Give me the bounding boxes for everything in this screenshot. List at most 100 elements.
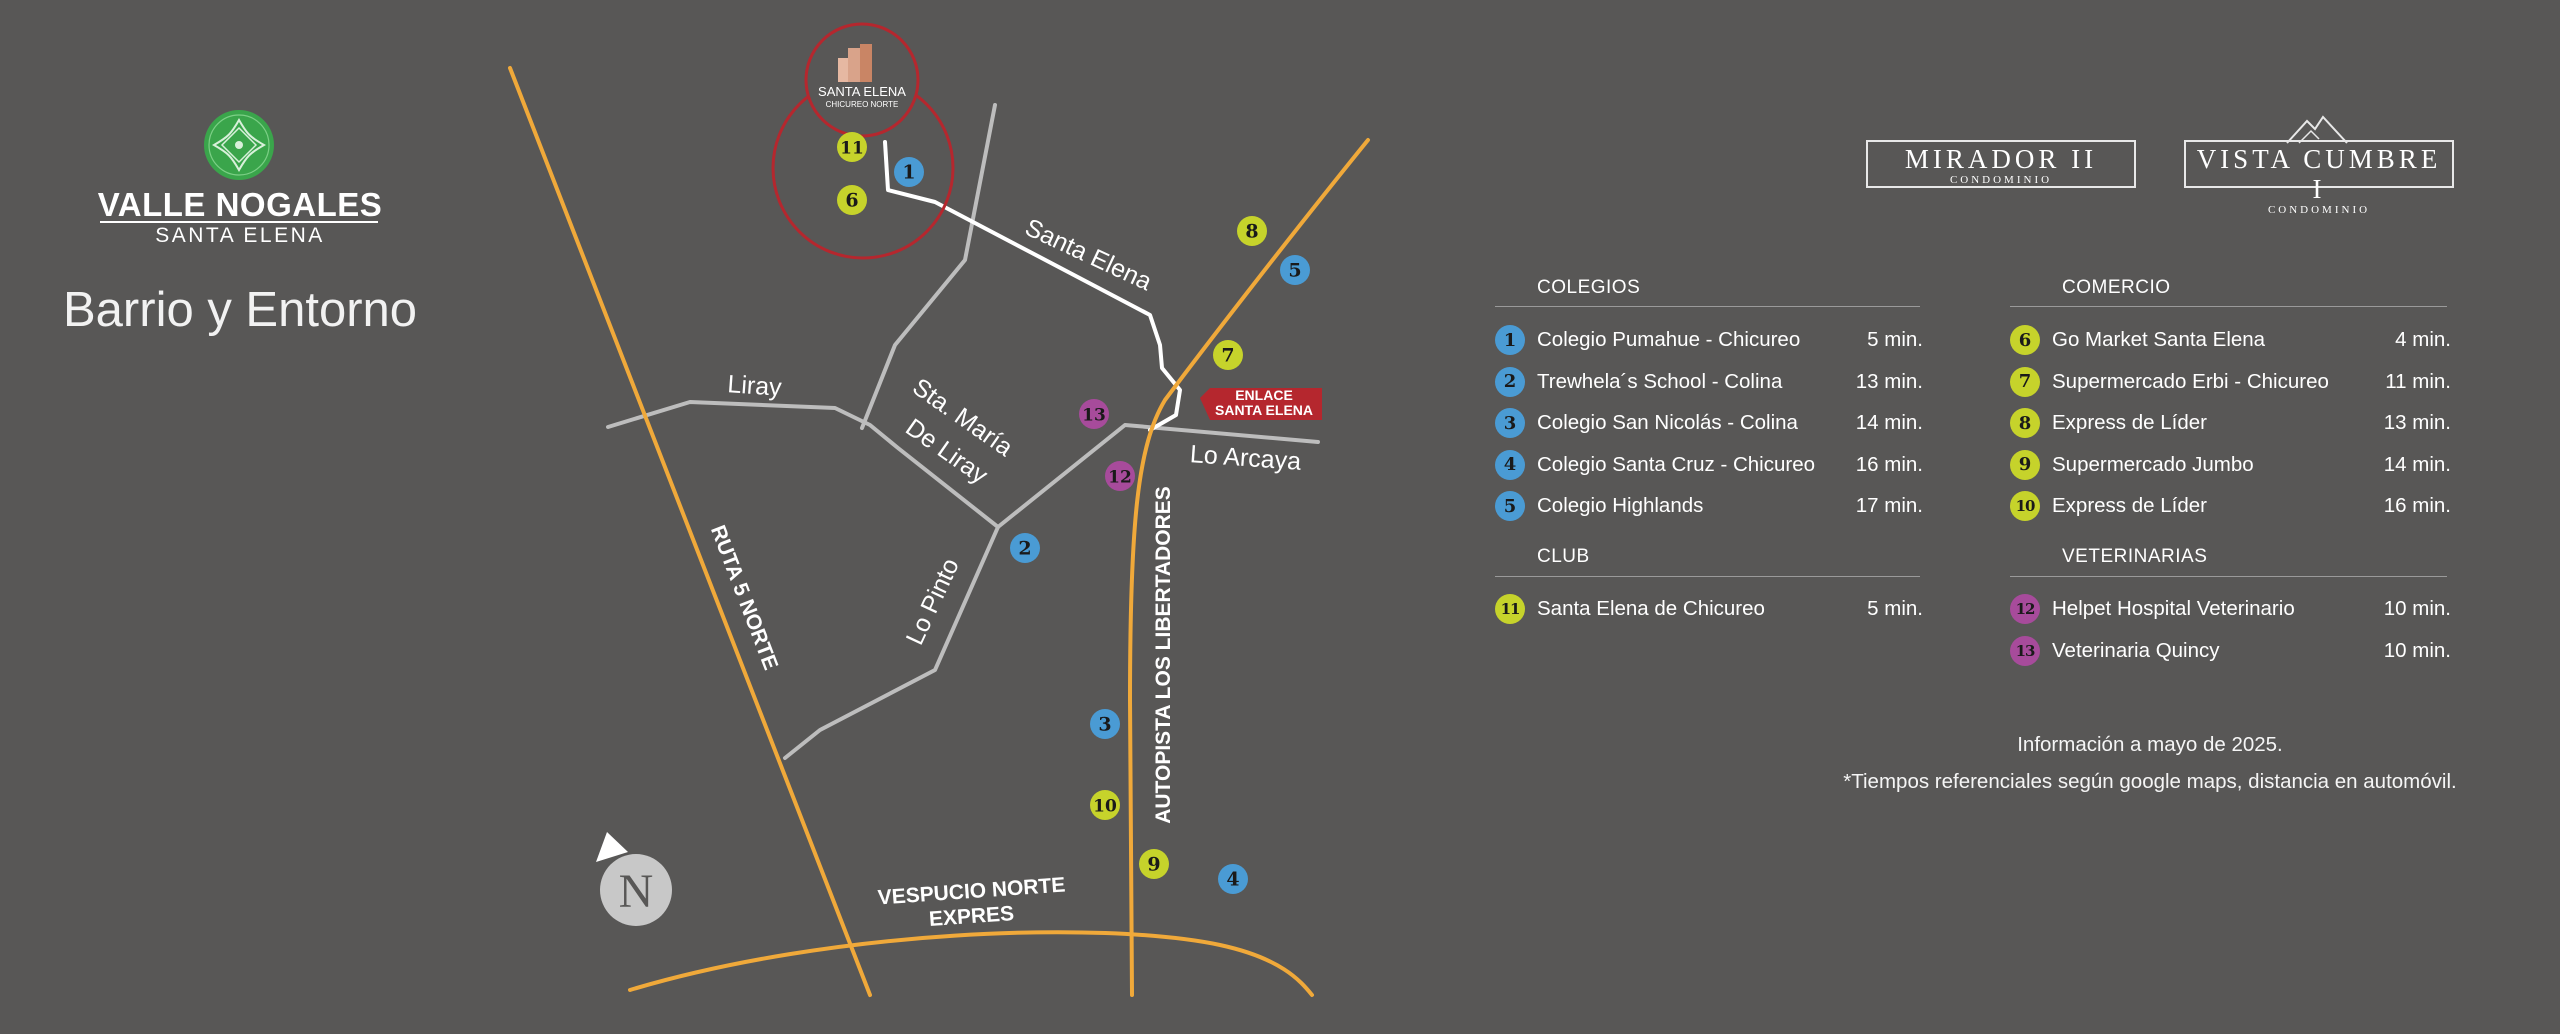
label-vespucio-2: EXPRES	[928, 902, 1015, 931]
legend-divider	[1495, 306, 1920, 307]
legend-item-label: Supermercado Jumbo	[2052, 452, 2254, 476]
map-pin-number: 11	[840, 139, 864, 159]
legend-item-label: Helpet Hospital Veterinario	[2052, 597, 2295, 620]
map-pin-5: 5	[1280, 255, 1310, 285]
legend-divider	[1495, 576, 1920, 577]
legend-title-comercio: COMERCIO	[2062, 277, 2171, 298]
legend-item-time: 17 min.	[1855, 494, 1923, 517]
map-pin-10: 10	[1090, 790, 1120, 820]
legend-item-time: 13 min.	[2383, 411, 2451, 434]
legend-item-time: 13 min.	[1855, 369, 1923, 393]
project-logo-line2: CHICUREO NORTE	[826, 100, 899, 109]
map-pin-number: 13	[1082, 406, 1106, 426]
map-pin-circle	[1280, 255, 1310, 285]
legend-item-number: 4	[1495, 449, 1525, 480]
highway-vespucio-norte	[628, 930, 1314, 997]
map-pin-circle	[1079, 399, 1109, 429]
mirador-sub: CONDOMINIO	[1949, 174, 2053, 186]
legend-item-number: 7	[2010, 366, 2040, 397]
legend-item-time: 5 min.	[1867, 328, 1923, 351]
map-pin-circle	[1218, 864, 1248, 894]
map-pin-number: 5	[1288, 260, 1301, 282]
label-lo-pinto: Lo Pinto	[901, 554, 965, 649]
map-pin-number: 4	[1226, 869, 1239, 891]
road-liray	[606, 400, 1000, 529]
legend-item-time: 16 min.	[2383, 494, 2451, 517]
map-pin-circle	[1213, 340, 1243, 370]
label-liray: Liray	[727, 370, 784, 402]
legend-item-label: Colegio San Nicolás - Colina	[1537, 411, 1798, 434]
map-pin-circle	[1090, 790, 1120, 820]
map-pin-circle	[1237, 216, 1267, 246]
mirador-ii-logo: MIRADOR II CONDOMINIO	[1866, 140, 2136, 188]
legend-item-label: Trewhela´s School - Colina	[1537, 369, 1783, 393]
map-pin-number: 8	[1245, 221, 1258, 243]
legend-item-label: Colegio Pumahue - Chicureo	[1537, 328, 1801, 351]
legend-item-number: 6	[2010, 325, 2040, 355]
legend-item-number: 8	[2010, 408, 2040, 438]
legend-item: 10 Express de Líder 16 min.	[2010, 491, 2451, 521]
legend-item-label: Go Market Santa Elena	[2052, 328, 2266, 351]
enlace-badge	[1200, 388, 1322, 420]
vista-sub: CONDOMINIO	[2267, 204, 2371, 216]
legend-item-time: 14 min.	[1855, 411, 1923, 434]
enlace-label-line1: ENLACE	[1235, 387, 1293, 403]
legend-title-colegios: COLEGIOS	[1537, 277, 1641, 298]
legend-item-label: Express de Líder	[2052, 494, 2207, 517]
map-pin-number: 9	[1147, 854, 1160, 876]
legend-item-time: 4 min.	[2395, 328, 2451, 351]
brand-subtitle: SANTA ELENA	[155, 224, 325, 247]
map-pin-1: 1	[894, 157, 924, 187]
map-pin-circle	[837, 132, 867, 162]
mirador-name: MIRADOR II	[1904, 144, 2098, 174]
legend-item-number: 13	[2010, 635, 2040, 666]
secondary-streets	[606, 103, 1320, 760]
legend-item-label: Supermercado Erbi - Chicureo	[2052, 369, 2329, 393]
legend-item-number: 3	[1495, 408, 1525, 438]
legend-item-label: Colegio Santa Cruz - Chicureo	[1537, 452, 1816, 476]
map-pin-circle	[837, 185, 867, 215]
road-lo-pinto	[783, 525, 1000, 760]
mountain-icon	[2286, 115, 2348, 144]
label-autopista: AUTOPISTA LOS LIBERTADORES	[1152, 486, 1175, 824]
building-icon	[838, 44, 872, 82]
vista-cumbre-i-logo: VISTA CUMBRE I CONDOMINIO	[2184, 140, 2454, 216]
label-lo-arcaya: Lo Arcaya	[1189, 440, 1302, 476]
legend-title-veterinarias: VETERINARIAS	[2062, 546, 2208, 567]
map-pin-4: 4	[1218, 864, 1248, 894]
map-pin-8: 8	[1237, 216, 1267, 246]
legend-title-club: CLUB	[1537, 546, 1590, 567]
map-pin-2: 2	[1010, 533, 1040, 563]
map-pin-7: 7	[1213, 340, 1243, 370]
legend-item-number: 9	[2010, 449, 2040, 480]
highway-autopista-los-libertadores	[1127, 138, 1370, 997]
north-compass-icon: N	[596, 832, 672, 926]
project-logo-line1: SANTA ELENA	[818, 84, 906, 99]
brand-divider	[100, 221, 378, 223]
map-pin-13: 13	[1079, 399, 1109, 429]
legend-item-number: 10	[2010, 491, 2040, 521]
map-pin-11: 11	[837, 132, 867, 162]
legend-divider	[2010, 576, 2447, 577]
map-pin-9: 9	[1139, 849, 1169, 879]
legend-item-number: 2	[1495, 366, 1525, 397]
road-lo-arcaya	[996, 423, 1320, 529]
map-pin-number: 10	[1093, 797, 1117, 817]
map-pin-circle	[1090, 709, 1120, 739]
valle-nogales-logo-icon	[204, 110, 274, 180]
note-disclaimer: *Tiempos referenciales según google maps…	[1843, 770, 2457, 793]
